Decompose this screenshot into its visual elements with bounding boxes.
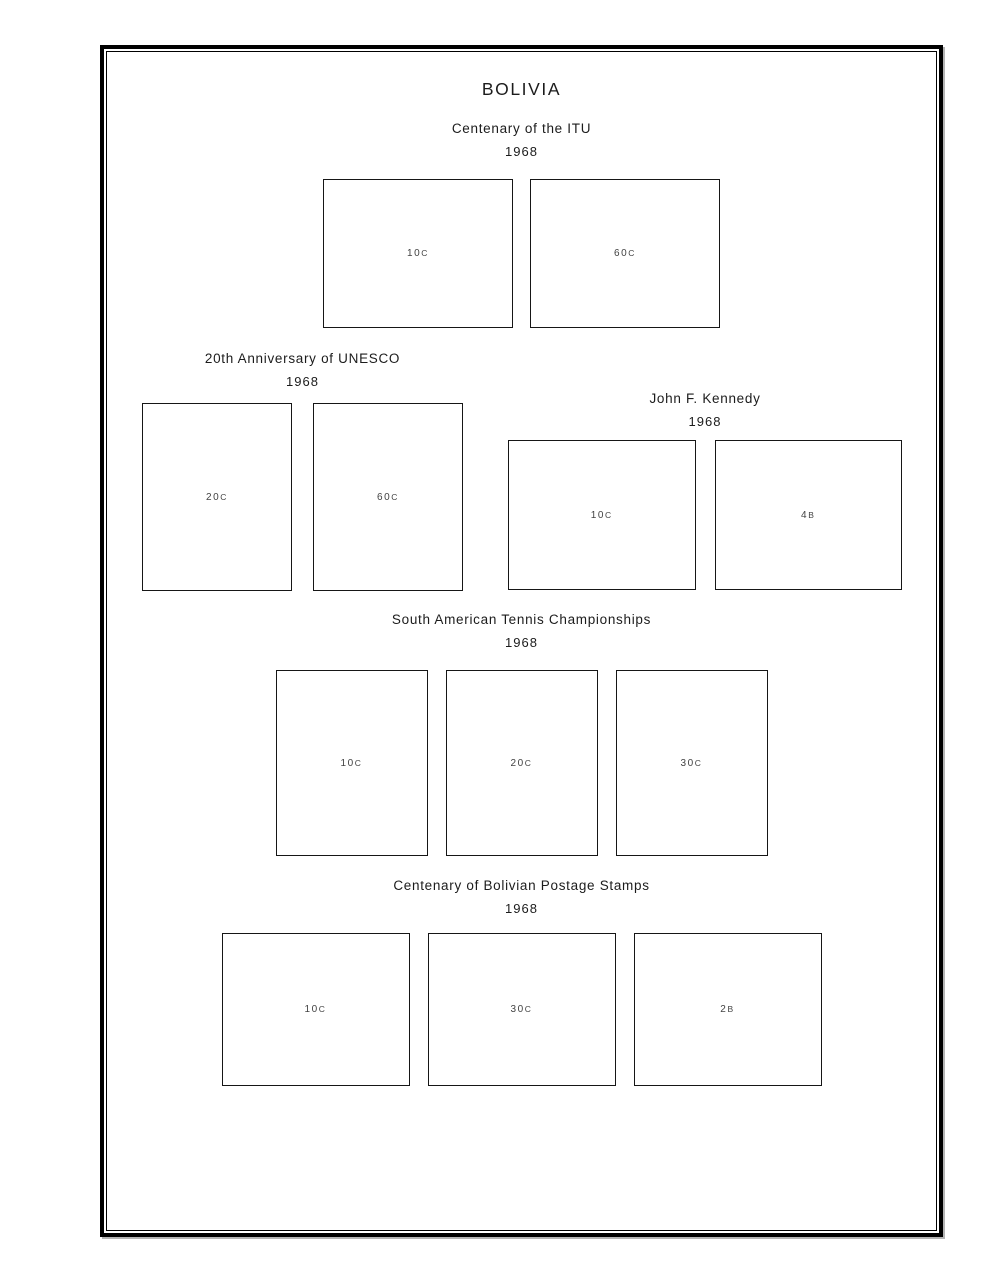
- section-title-unesco: 20th Anniversary of UNESCO: [204, 351, 401, 366]
- section-year-itu: 1968: [505, 144, 538, 159]
- section-year-postage-centenary: 1968: [505, 901, 538, 916]
- section-year-unesco: 1968: [286, 374, 319, 389]
- section-title-tennis: South American Tennis Championships: [391, 612, 652, 627]
- section-title-postage-centenary: Centenary of Bolivian Postage Stamps: [393, 878, 650, 893]
- page-title: BOLIVIA: [481, 79, 562, 99]
- section-year-tennis: 1968: [505, 635, 538, 650]
- section-year-kennedy: 1968: [688, 414, 722, 429]
- section-title-itu: Centenary of the ITU: [451, 121, 592, 136]
- section-title-kennedy: John F. Kennedy: [649, 391, 761, 406]
